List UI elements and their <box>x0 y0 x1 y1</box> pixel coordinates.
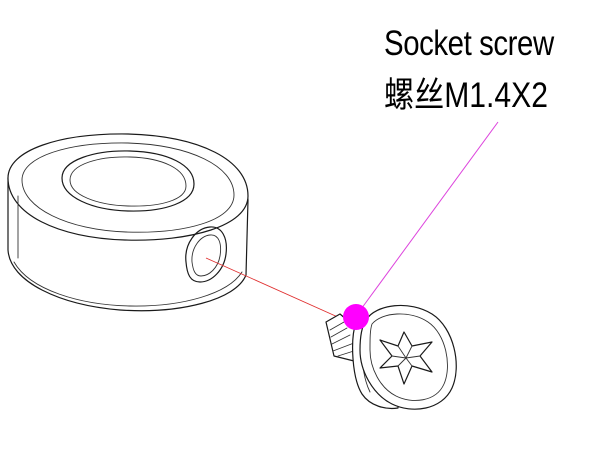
screw-threads <box>329 321 358 357</box>
collar-top-chamfer <box>21 142 235 233</box>
collar-bottom-edge <box>13 261 243 307</box>
collar-bore <box>61 150 195 212</box>
socket-screw <box>325 304 457 410</box>
screw-head-face-rim <box>369 313 448 401</box>
callout-leader-line <box>355 121 499 317</box>
collar-set-screw-hole-inner <box>191 234 221 277</box>
collar-top-face <box>7 133 249 241</box>
shaft-collar <box>7 133 249 312</box>
callout-spec: 螺丝M1.4X2 <box>384 76 548 115</box>
collar-bore-inner <box>69 156 187 207</box>
collar-set-screw-hole <box>185 226 227 283</box>
callout-marker-dot <box>343 304 369 330</box>
screw-recess-center <box>391 345 421 367</box>
assembly-axis-line <box>205 257 341 319</box>
screw-cross-recess <box>379 331 433 385</box>
callout-title: Socket screw <box>384 24 554 63</box>
